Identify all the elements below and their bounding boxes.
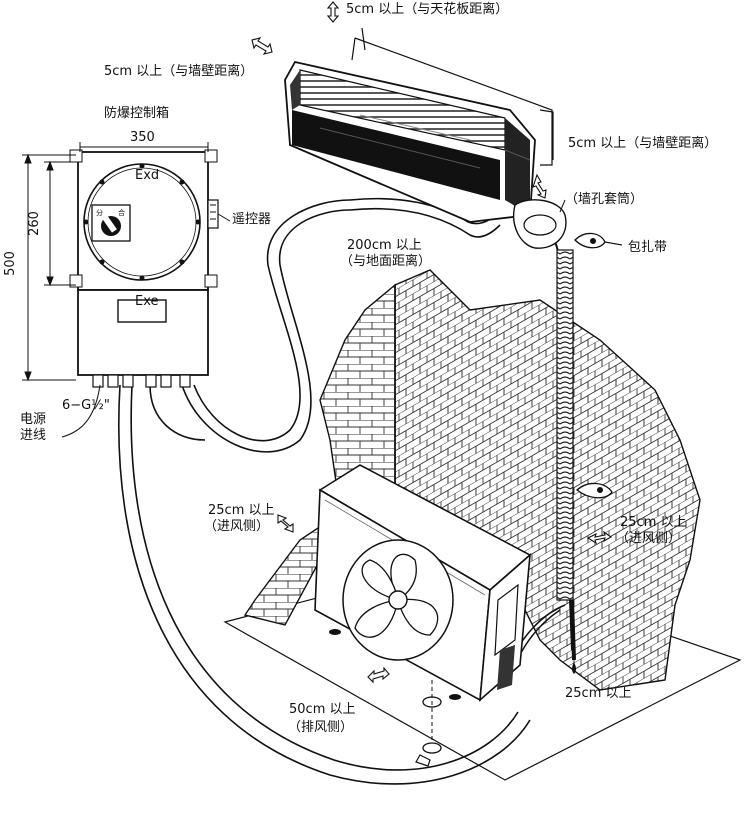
strap-clip-lower: [575, 482, 613, 499]
indoor-unit: [284, 60, 536, 223]
ground-clearance-label-2: （与地面距离）: [340, 254, 432, 269]
height-total-dimension: 500: [2, 251, 18, 276]
control-box-title: 防爆控制箱: [104, 106, 170, 121]
intake-left-label-2: （进风侧）: [204, 519, 270, 534]
strap-label: 包扎带: [628, 240, 668, 255]
height-upper-dimension: 260: [26, 211, 42, 236]
intake-right-label-1: 25cm 以上: [620, 515, 687, 530]
switch-on-label: 合: [118, 209, 125, 217]
rotary-switch-icon: [91, 204, 131, 242]
ceiling-clearance-label: 5cm 以上（与天花板距离）: [346, 2, 509, 17]
ground-clearance-label-1: 200cm 以上: [347, 238, 422, 253]
width-dimension: 350: [130, 130, 155, 145]
cable-loop-outer: [117, 384, 531, 785]
fan-icon: [342, 539, 454, 661]
dimension-lines: [22, 142, 209, 382]
control-box: [69, 149, 219, 388]
pipe-bundle: [509, 204, 576, 681]
outdoor-unit: [314, 464, 532, 702]
wall-sleeve: [513, 199, 567, 249]
drain-fitting: [415, 680, 442, 767]
exhaust-label-1: 50cm 以上: [289, 702, 356, 717]
remote-label: 遥控器: [232, 212, 272, 227]
leader-lines: [61, 199, 623, 438]
double-arrow-icon: [251, 1, 613, 684]
bottom-clearance-label: 25cm 以上: [565, 686, 632, 701]
wall-sleeve-label: （墙孔套筒）: [565, 192, 644, 207]
switch-off-label: 分: [96, 209, 103, 217]
power-in-label-1: 电源: [20, 412, 47, 427]
exd-label: Exd: [135, 168, 160, 183]
wall-clearance-right-label: 5cm 以上（与墙壁距离）: [568, 136, 718, 151]
intake-right-label-2: （进风侧）: [616, 531, 682, 546]
gland-spec-label: 6−G½": [62, 398, 110, 413]
mounting-plate: [351, 27, 554, 166]
power-in-label-2: 进线: [20, 428, 47, 443]
strap-clip-upper: [574, 232, 623, 249]
exhaust-label-2: （排风侧）: [288, 720, 354, 735]
intake-left-label-1: 25cm 以上: [208, 503, 275, 518]
exe-label: Exe: [135, 294, 159, 309]
wall-clearance-left-label: 5cm 以上（与墙壁距离）: [104, 64, 254, 79]
